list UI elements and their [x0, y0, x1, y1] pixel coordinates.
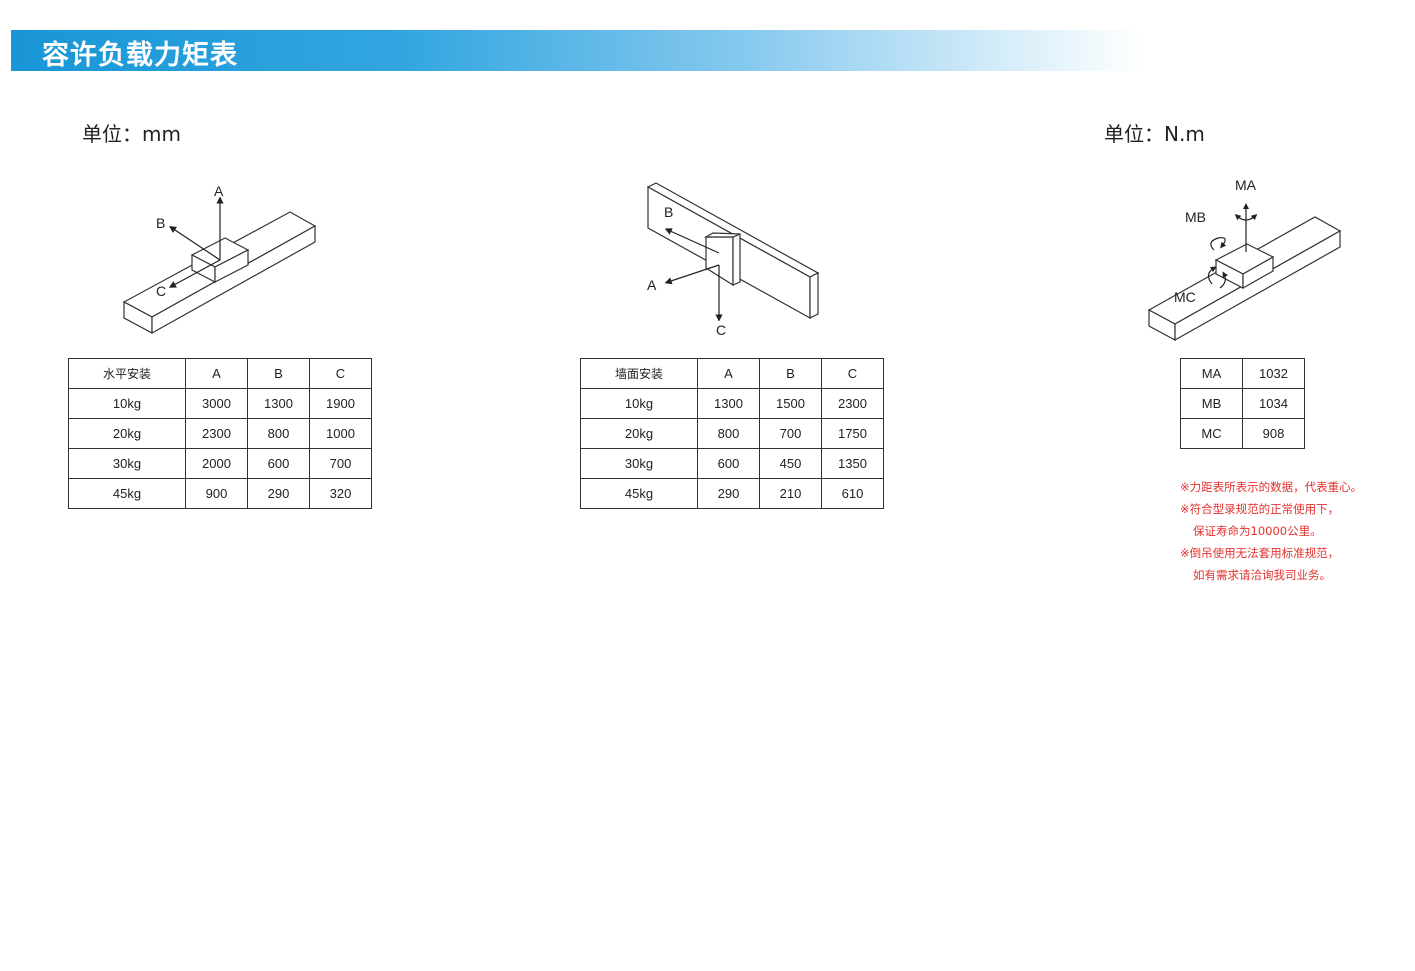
moment-label-mb: MB [1185, 209, 1206, 225]
notes-block: ※力距表所表示的数据，代表重心。 ※符合型录规范的正常使用下， 保证寿命为100… [1180, 476, 1362, 586]
moment-label-ma: MA [1235, 177, 1257, 193]
table-cell: MC [1180, 418, 1243, 449]
table-row: MB 1034 [1180, 388, 1305, 419]
table-cell: 610 [821, 478, 884, 509]
table-cell: 1034 [1242, 388, 1305, 419]
table-cell: 800 [697, 418, 760, 449]
table-row: 10kg 3000 1300 1900 [68, 388, 372, 419]
table-cell: MB [1180, 388, 1243, 419]
note-line: ※符合型录规范的正常使用下， [1180, 502, 1340, 516]
table-cell: 1750 [821, 418, 884, 449]
table-cell: 320 [309, 478, 372, 509]
header-banner: 容许负载力矩表 [11, 30, 1141, 71]
table-cell: 3000 [185, 388, 248, 419]
table-cell: 30kg [68, 448, 186, 479]
header-cell: A [697, 358, 760, 389]
table-cell: 1300 [697, 388, 760, 419]
table-row: MA 1032 [1180, 358, 1305, 389]
table-cell: 210 [759, 478, 822, 509]
table-cell: 290 [697, 478, 760, 509]
moment-diagram: MA MB MC [1147, 177, 1342, 342]
table-cell: 700 [309, 448, 372, 479]
axis-label-c: C [716, 322, 726, 338]
note-line: 如有需求请洽询我司业务。 [1193, 568, 1331, 582]
header-cell: A [185, 358, 248, 389]
table-cell: 908 [1242, 418, 1305, 449]
table-cell: 600 [697, 448, 760, 479]
table-row: 45kg 900 290 320 [68, 478, 372, 509]
header-cell: B [247, 358, 310, 389]
table-cell: 1350 [821, 448, 884, 479]
table-header-row: 墙面安装 A B C [580, 358, 884, 389]
table-cell: 600 [247, 448, 310, 479]
table-cell: 2300 [821, 388, 884, 419]
table-row: 30kg 600 450 1350 [580, 448, 884, 479]
axis-label-a: A [214, 183, 224, 199]
table-cell: 45kg [580, 478, 698, 509]
header-cell: C [309, 358, 372, 389]
table-row: 20kg 2300 800 1000 [68, 418, 372, 449]
table-cell: 2300 [185, 418, 248, 449]
table-cell: 20kg [580, 418, 698, 449]
note-line: ※力距表所表示的数据，代表重心。 [1180, 480, 1363, 494]
note-line: ※倒吊使用无法套用标准规范， [1180, 546, 1340, 560]
header-cell: B [759, 358, 822, 389]
header-cell: 墙面安装 [580, 358, 698, 389]
table-cell: 2000 [185, 448, 248, 479]
table-cell: 290 [247, 478, 310, 509]
table-row: 45kg 290 210 610 [580, 478, 884, 509]
table-header-row: 水平安装 A B C [68, 358, 372, 389]
horizontal-mount-table: 水平安装 A B C 10kg 3000 1300 1900 20kg 2300… [68, 358, 372, 509]
page-title: 容许负载力矩表 [42, 40, 238, 71]
wall-mount-diagram: B A C [646, 182, 820, 338]
table-cell: 1900 [309, 388, 372, 419]
table-cell: 900 [185, 478, 248, 509]
unit-label-mm: 单位：mm [82, 122, 181, 146]
axis-label-b: B [664, 204, 673, 220]
table-cell: 1500 [759, 388, 822, 419]
axis-label-b: B [156, 215, 165, 231]
table-cell: 30kg [580, 448, 698, 479]
table-row: 10kg 1300 1500 2300 [580, 388, 884, 419]
table-cell: 1000 [309, 418, 372, 449]
table-cell: 450 [759, 448, 822, 479]
table-cell: 10kg [68, 388, 186, 419]
table-row: 30kg 2000 600 700 [68, 448, 372, 479]
table-cell: 1300 [247, 388, 310, 419]
axis-label-a: A [647, 277, 657, 293]
table-cell: MA [1180, 358, 1243, 389]
table-cell: 800 [247, 418, 310, 449]
unit-label-nm: 单位：N.m [1104, 122, 1205, 146]
moment-label-mc: MC [1174, 289, 1196, 305]
table-cell: 10kg [580, 388, 698, 419]
table-cell: 1032 [1242, 358, 1305, 389]
table-cell: 20kg [68, 418, 186, 449]
table-cell: 45kg [68, 478, 186, 509]
moment-table: MA 1032 MB 1034 MC 908 [1180, 358, 1305, 449]
axis-label-c: C [156, 283, 166, 299]
table-row: MC 908 [1180, 418, 1305, 449]
header-cell: C [821, 358, 884, 389]
table-cell: 700 [759, 418, 822, 449]
wall-mount-table: 墙面安装 A B C 10kg 1300 1500 2300 20kg 800 … [580, 358, 884, 509]
table-row: 20kg 800 700 1750 [580, 418, 884, 449]
header-cell: 水平安装 [68, 358, 186, 389]
horizontal-mount-diagram: A B C [122, 183, 317, 335]
note-line: 保证寿命为10000公里。 [1193, 524, 1322, 538]
